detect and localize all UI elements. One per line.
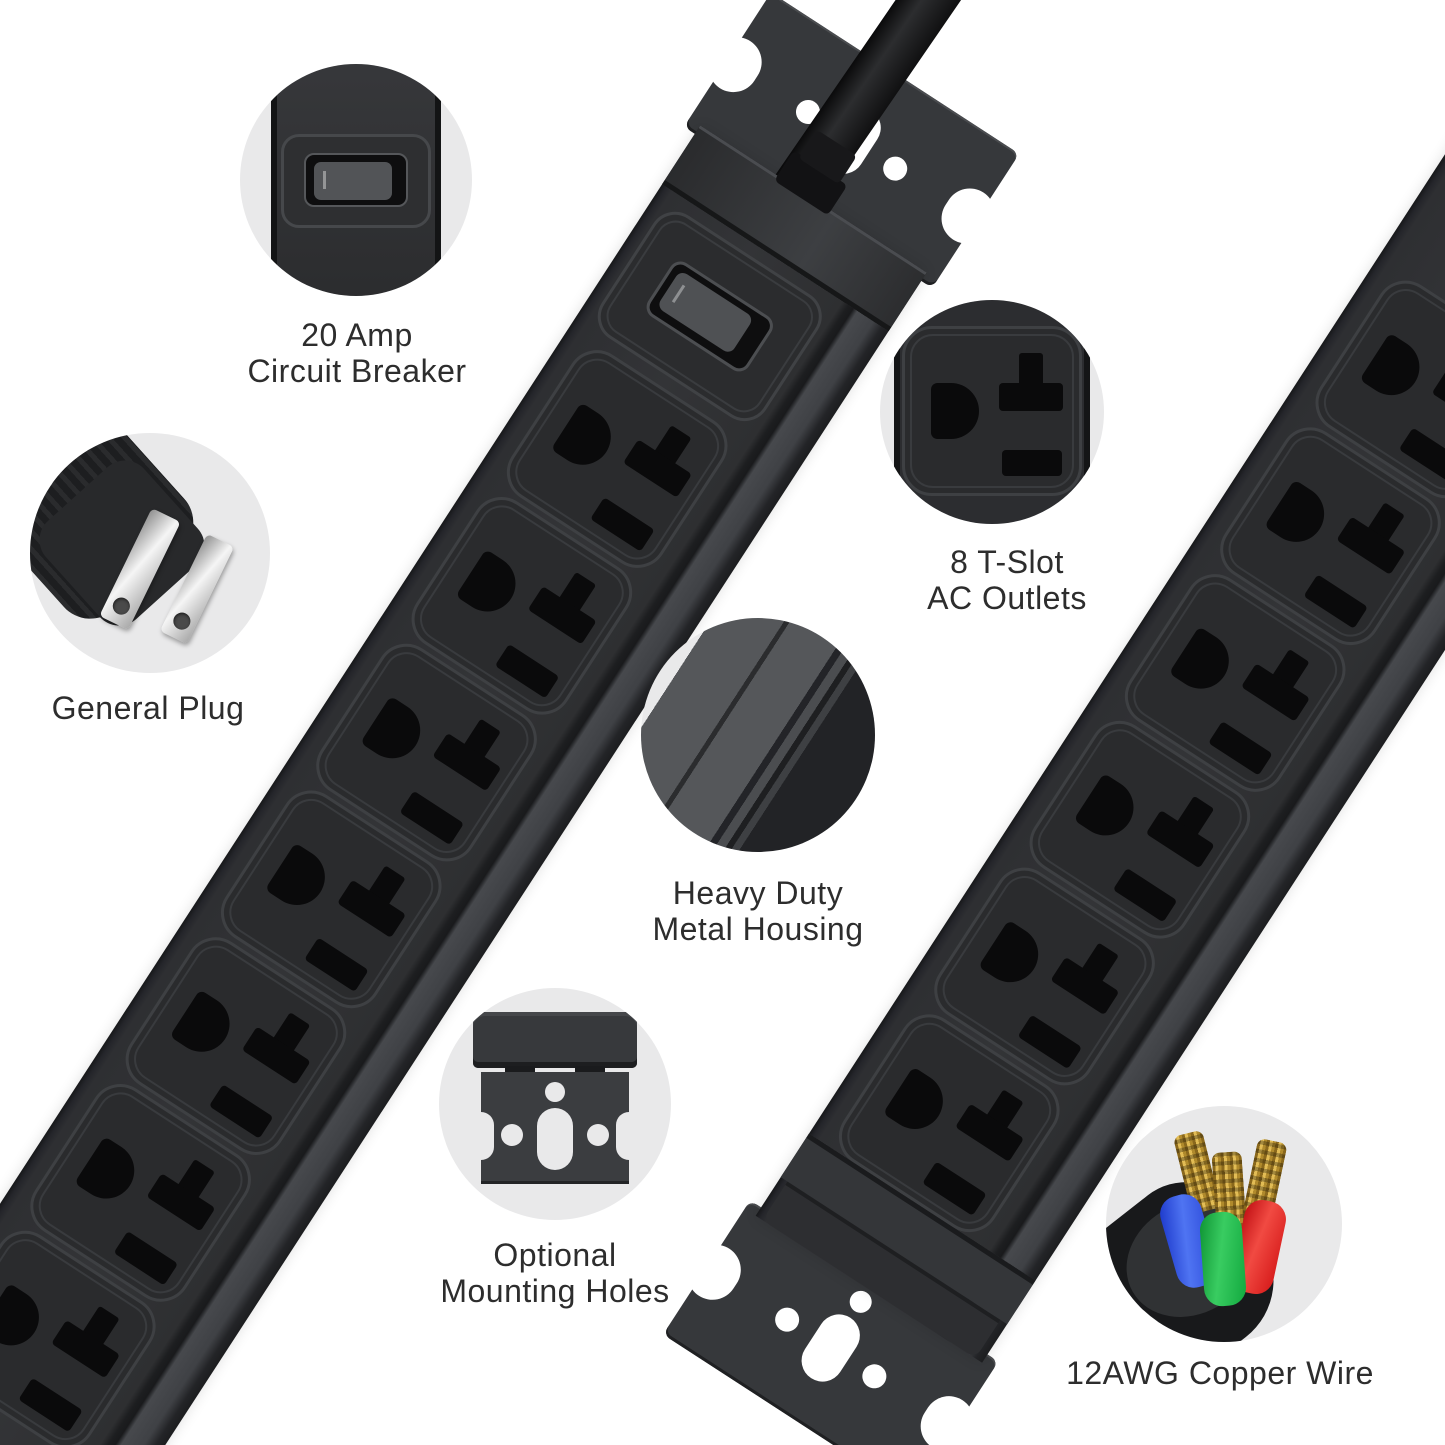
breaker-recess	[304, 153, 408, 207]
neutral-hole	[1002, 450, 1062, 476]
ground-hole	[1168, 626, 1240, 700]
prong-hole	[109, 594, 133, 618]
inset-circuit-breaker-photo	[240, 64, 472, 296]
inset-general-plug-photo	[30, 433, 270, 673]
neutral-hole	[494, 643, 560, 699]
label-line: Metal Housing	[652, 911, 864, 947]
neutral-hole	[922, 1161, 987, 1216]
label-line: 8 T-Slot	[950, 544, 1064, 580]
ground-hole	[1264, 479, 1335, 553]
callout-label-metal-housing: Heavy Duty Metal Housing	[652, 875, 863, 947]
neutral-hole	[113, 1231, 179, 1286]
ground-hole	[1359, 332, 1431, 406]
label-line: AC Outlets	[927, 580, 1087, 616]
callout-label-circuit-breaker: 20 Amp Circuit Breaker	[247, 317, 466, 389]
ground-hole	[882, 1066, 954, 1140]
ground-hole	[550, 402, 622, 476]
prong-hole	[170, 609, 194, 633]
label-line: 20 Amp	[301, 317, 413, 353]
ground-hole	[169, 989, 241, 1063]
ground-hole	[455, 549, 527, 623]
bracket-notch	[931, 178, 1005, 254]
neutral-hole	[1017, 1014, 1083, 1070]
label-line: Optional	[493, 1237, 617, 1273]
ground-hole	[360, 695, 431, 769]
t-slot-hole	[1431, 369, 1445, 429]
inset-copper-wire-photo	[1106, 1106, 1342, 1342]
breaker-rocker-switch	[656, 269, 755, 355]
bracket-hole	[501, 1124, 523, 1146]
neutral-hole	[18, 1377, 83, 1433]
callout-label-t-slot-outlets: 8 T-Slot AC Outlets	[927, 544, 1087, 616]
bracket-slot	[793, 1306, 868, 1390]
breaker-closeup	[281, 134, 431, 228]
t-slot-hole	[999, 383, 1063, 411]
bracket-notch	[468, 1112, 494, 1160]
inset-t-slot-outlet-photo	[880, 300, 1104, 524]
ground-hole	[978, 919, 1049, 993]
bracket-notch	[698, 27, 772, 102]
bracket-notch	[677, 1235, 751, 1310]
neutral-hole	[590, 497, 655, 552]
neutral-hole	[1208, 721, 1273, 776]
callout-label-copper-wire: 12AWG Copper Wire	[1066, 1355, 1374, 1391]
bracket-hole	[587, 1124, 609, 1146]
callout-label-mounting-holes: Optional Mounting Holes	[440, 1237, 669, 1309]
breaker-recess	[642, 256, 778, 376]
neutral-hole	[208, 1084, 274, 1139]
neutral-hole	[399, 790, 465, 846]
t-slot-hole	[1019, 353, 1043, 387]
breaker-rocker-switch	[314, 162, 392, 200]
label-line: Circuit Breaker	[247, 353, 467, 389]
neutral-hole	[304, 937, 369, 992]
label-line: Heavy Duty	[672, 875, 844, 911]
neutral-hole	[1398, 427, 1445, 483]
label-line: 12AWG Copper Wire	[1066, 1355, 1374, 1391]
neutral-hole	[1112, 867, 1178, 923]
mounting-bracket-closeup	[468, 1072, 642, 1184]
ground-hole	[264, 842, 336, 916]
callout-label-general-plug: General Plug	[52, 690, 245, 726]
bracket-notch	[911, 1386, 984, 1445]
bracket-hole	[857, 1359, 891, 1393]
metal-housing-closeup	[641, 618, 875, 852]
bracket-notch	[616, 1112, 642, 1160]
label-line: General Plug	[51, 690, 245, 726]
ground-hole	[74, 1136, 145, 1210]
bracket-hole	[878, 152, 912, 186]
bracket-slot	[537, 1108, 573, 1170]
ground-hole	[931, 383, 979, 439]
bracket-hole	[770, 1303, 804, 1337]
strip-end-cap	[473, 1012, 637, 1068]
neutral-hole	[1303, 574, 1368, 629]
inset-metal-housing-photo	[641, 618, 875, 852]
label-line: Mounting Holes	[440, 1273, 670, 1309]
green-wire	[1198, 1210, 1248, 1308]
bracket-hole	[545, 1082, 565, 1102]
ground-hole	[1073, 773, 1145, 847]
ground-hole	[0, 1282, 50, 1357]
inset-mounting-holes-photo	[439, 988, 671, 1220]
ac-outlet-closeup	[902, 326, 1082, 496]
